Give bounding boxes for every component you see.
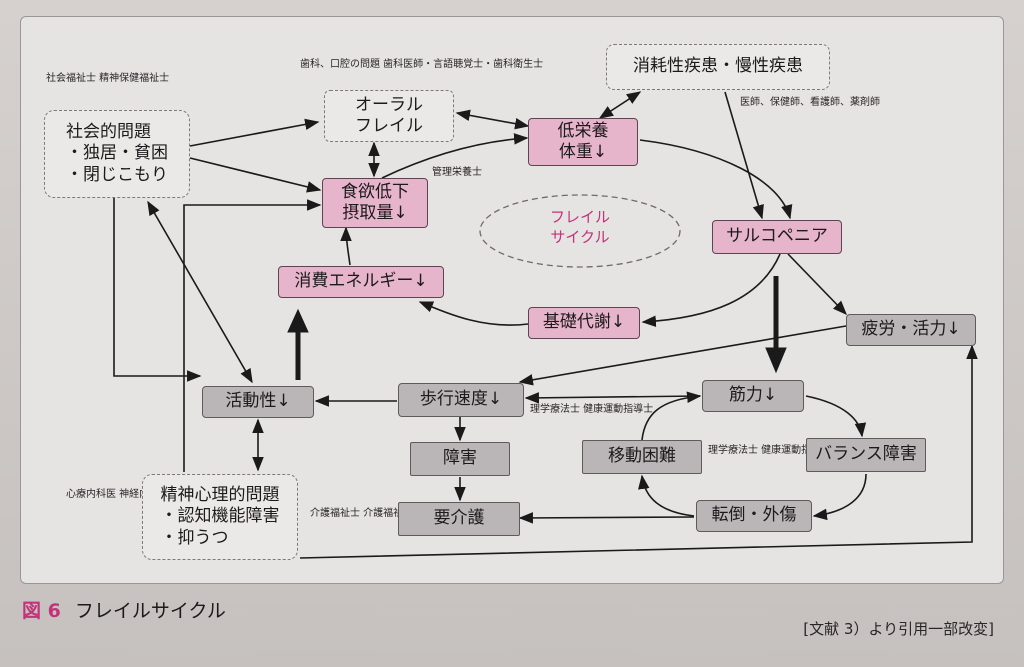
box-social-problems-label: 社会的問題 ・独居・貧困 ・閉じこもり bbox=[66, 122, 168, 185]
box-undernutrition: 低栄養 体重↓ bbox=[528, 118, 638, 166]
box-appetite-loss: 食欲低下 摂取量↓ bbox=[322, 178, 428, 228]
arrow-falls-to-mobility bbox=[638, 474, 695, 517]
arrow-mobility-to-muscle bbox=[641, 391, 702, 441]
arrow-social-activity-diagonal bbox=[147, 200, 253, 384]
arrow-falls-to-care bbox=[518, 512, 695, 524]
box-muscle-strength-label: 筋力↓ bbox=[728, 385, 778, 406]
note-social-workers: 社会福祉士 精神保健福祉士 bbox=[46, 73, 170, 84]
cycle-label-text: フレイル サイクル bbox=[549, 208, 610, 246]
box-basal-metabolism: 基礎代謝↓ bbox=[528, 307, 640, 339]
arrow-wasting-to-sarcopenia bbox=[724, 91, 764, 220]
box-balance-disorder: バランス障害 bbox=[806, 438, 926, 472]
box-oral-frail: オーラル フレイル bbox=[324, 90, 454, 142]
arrow-oral-undernutrition bbox=[455, 109, 530, 130]
box-undernutrition-label: 低栄養 体重↓ bbox=[557, 120, 609, 162]
figure-caption: 図 6 フレイルサイクル bbox=[22, 596, 226, 623]
box-social-problems: 社会的問題 ・独居・貧困 ・閉じこもり bbox=[44, 110, 190, 198]
arrow-social-to-oral bbox=[189, 118, 320, 147]
box-sarcopenia-label: サルコペニア bbox=[726, 226, 828, 247]
box-sarcopenia: サルコペニア bbox=[712, 220, 842, 254]
box-disability: 障害 bbox=[410, 442, 510, 476]
box-care-needed: 要介護 bbox=[398, 502, 520, 536]
note-dental: 歯科、口腔の問題 歯科医師・言語聴覚士・歯科衛生士 bbox=[300, 59, 544, 70]
box-fatigue: 疲労・活力↓ bbox=[846, 314, 976, 346]
figure-source: [文献 3）より引用一部改変] bbox=[803, 620, 994, 638]
arrow-undernutrition-to-sarcopenia bbox=[639, 139, 793, 220]
arrow-basal-to-energy bbox=[418, 301, 529, 326]
note-medical: 医師、保健師、看護師、薬剤師 bbox=[740, 97, 880, 108]
figure-number: 図 6 bbox=[22, 600, 61, 622]
note-dietitian: 管理栄養士 bbox=[432, 167, 482, 178]
arrow-bottom-loop-to-fatigue bbox=[299, 344, 978, 559]
cycle-ellipse bbox=[479, 194, 681, 268]
box-disability-label: 障害 bbox=[443, 448, 477, 469]
arrow-social-to-appetite bbox=[189, 157, 322, 193]
note-pt-walking: 理学療法士 健康運動指導士 bbox=[530, 404, 654, 415]
box-activity: 活動性↓ bbox=[202, 386, 314, 418]
box-oral-frail-label: オーラル フレイル bbox=[355, 94, 423, 136]
arrow-social-to-activity bbox=[113, 198, 202, 382]
box-psych-problems-label: 精神心理的問題 ・認知機能障害 ・抑うつ bbox=[160, 485, 280, 548]
figure-title: フレイルサイクル bbox=[74, 600, 226, 622]
arrow-balance-to-falls bbox=[812, 473, 867, 521]
box-walking-speed-label: 歩行速度↓ bbox=[419, 389, 503, 410]
arrow-muscle-to-balance bbox=[805, 395, 867, 438]
arrow-energy-to-appetite bbox=[340, 226, 352, 266]
box-care-needed-label: 要介護 bbox=[433, 508, 485, 529]
box-walking-speed: 歩行速度↓ bbox=[398, 383, 524, 417]
arrow-psych-to-appetite bbox=[183, 199, 322, 472]
box-falls: 転倒・外傷 bbox=[696, 500, 812, 532]
box-balance-disorder-label: バランス障害 bbox=[815, 444, 917, 465]
box-wasting-disease: 消耗性疾患・慢性疾患 bbox=[606, 44, 830, 90]
arrow-appetite-to-undernutrition bbox=[381, 133, 529, 179]
arrow-sarcopenia-to-basal bbox=[641, 253, 781, 327]
box-fatigue-label: 疲労・活力↓ bbox=[861, 319, 961, 340]
box-energy-expenditure-label: 消費エネルギー↓ bbox=[294, 271, 428, 292]
thick-arrow-sarcopenia-to-muscle-head bbox=[765, 347, 787, 374]
box-psych-problems: 精神心理的問題 ・認知機能障害 ・抑うつ bbox=[142, 474, 298, 560]
box-appetite-loss-label: 食欲低下 摂取量↓ bbox=[341, 181, 409, 223]
thick-arrow-activity-to-energy-head bbox=[287, 308, 309, 333]
arrow-muscle-to-walking bbox=[524, 392, 701, 404]
arrow-undernutrition-wasting bbox=[598, 91, 642, 119]
box-basal-metabolism-label: 基礎代謝↓ bbox=[542, 312, 626, 333]
arrow-fatigue-to-walking bbox=[518, 325, 847, 386]
box-mobility-difficulty-label: 移動困難 bbox=[608, 446, 676, 467]
box-falls-label: 転倒・外傷 bbox=[711, 505, 797, 526]
box-energy-expenditure: 消費エネルギー↓ bbox=[278, 266, 444, 298]
arrow-sarcopenia-to-fatigue bbox=[787, 253, 848, 316]
note-care-workers: 介護福祉士 介護福祉士専門員 bbox=[310, 508, 444, 519]
note-pt-balance: 理学療法士 健康運動指導士 bbox=[708, 445, 832, 456]
cycle-label: フレイル サイクル bbox=[540, 208, 620, 247]
box-activity-label: 活動性↓ bbox=[225, 391, 291, 412]
box-wasting-disease-label: 消耗性疾患・慢性疾患 bbox=[633, 56, 803, 77]
box-muscle-strength: 筋力↓ bbox=[702, 380, 804, 412]
box-mobility-difficulty: 移動困難 bbox=[582, 440, 702, 474]
